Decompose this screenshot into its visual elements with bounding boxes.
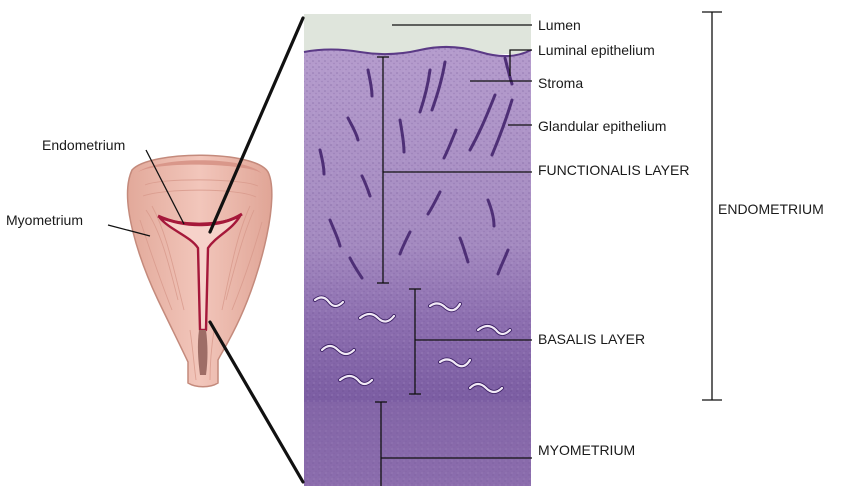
label-basalis-layer: BASALIS LAYER — [538, 331, 645, 347]
label-stroma: Stroma — [538, 75, 583, 91]
label-lumen: Lumen — [538, 17, 581, 33]
histology-lumen-area — [304, 14, 531, 54]
label-myometrium-layer: MYOMETRIUM — [538, 442, 635, 458]
cervical-canal — [198, 330, 208, 375]
myometrium-zone — [304, 402, 531, 486]
label-luminal-epithelium: Luminal epithelium — [538, 42, 655, 58]
label-myometrium-small: Myometrium — [6, 212, 83, 228]
label-endometrium-bracket: ENDOMETRIUM — [718, 201, 824, 217]
label-functionalis-layer: FUNCTIONALIS LAYER — [538, 162, 689, 178]
label-glandular-epithelium: Glandular epithelium — [538, 118, 666, 134]
histology-panel — [304, 14, 531, 486]
label-endometrium-small: Endometrium — [42, 137, 125, 153]
uterus-illustration — [128, 155, 272, 387]
